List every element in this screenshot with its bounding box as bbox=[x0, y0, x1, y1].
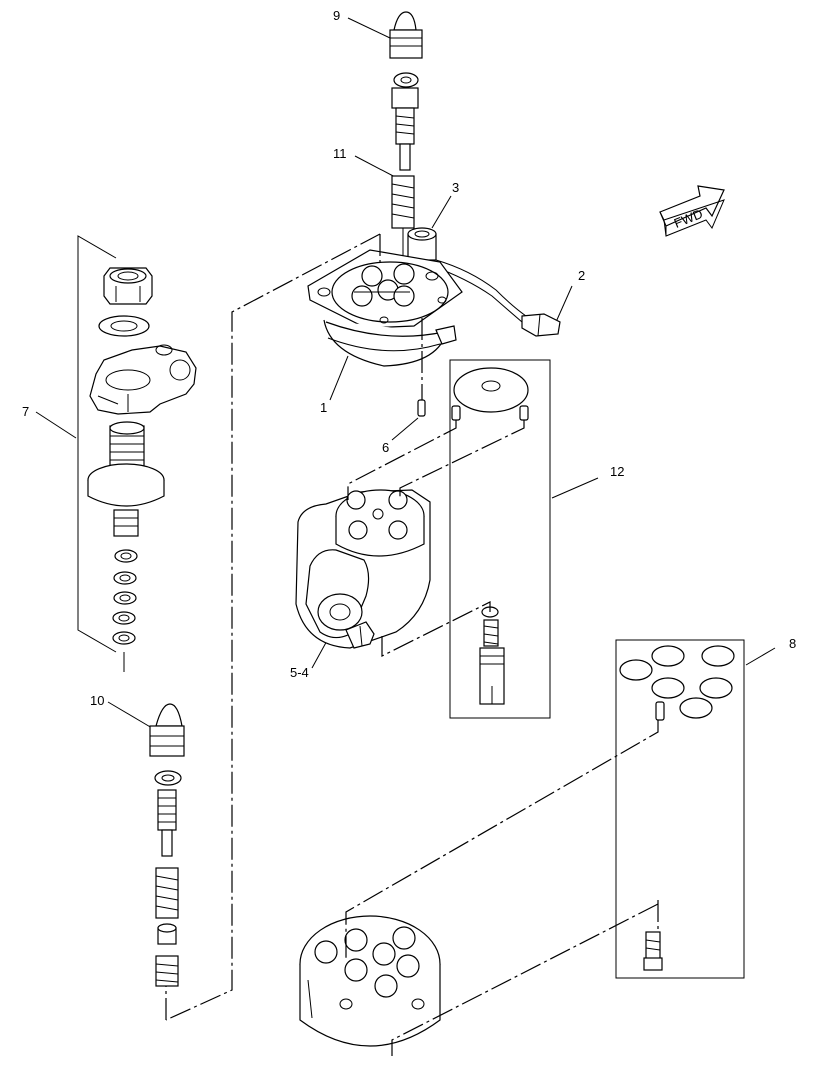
group-7-bracket bbox=[77, 235, 117, 653]
relief-valve-9 bbox=[389, 11, 423, 171]
valve-assembly-7 bbox=[87, 267, 197, 672]
manifold-block bbox=[299, 915, 441, 1047]
callout-5-4: 5-4 bbox=[290, 665, 309, 680]
cover-plate-1 bbox=[307, 249, 463, 367]
callout-2: 2 bbox=[578, 268, 585, 283]
valve-spool-10 bbox=[149, 703, 185, 987]
kit-8-box bbox=[615, 639, 745, 979]
callout-12: 12 bbox=[610, 464, 624, 479]
callout-11: 11 bbox=[333, 146, 347, 161]
callout-1: 1 bbox=[320, 400, 327, 415]
callout-9: 9 bbox=[333, 8, 340, 23]
harness-connector-2 bbox=[431, 259, 561, 337]
callout-7: 7 bbox=[22, 404, 29, 419]
callout-6: 6 bbox=[382, 440, 389, 455]
assembly-guide-lines bbox=[165, 233, 659, 1056]
spring-11 bbox=[391, 175, 415, 262]
kit-12-box bbox=[449, 359, 551, 719]
valve-body-5-4 bbox=[295, 489, 431, 649]
callout-8: 8 bbox=[789, 636, 796, 651]
pin-6 bbox=[417, 399, 426, 417]
callout-10: 10 bbox=[90, 693, 104, 708]
callout-3: 3 bbox=[452, 180, 459, 195]
sensor-3 bbox=[407, 227, 437, 261]
forward-direction-arrow-icon: FWD bbox=[659, 185, 725, 237]
leader-lines bbox=[35, 17, 776, 729]
